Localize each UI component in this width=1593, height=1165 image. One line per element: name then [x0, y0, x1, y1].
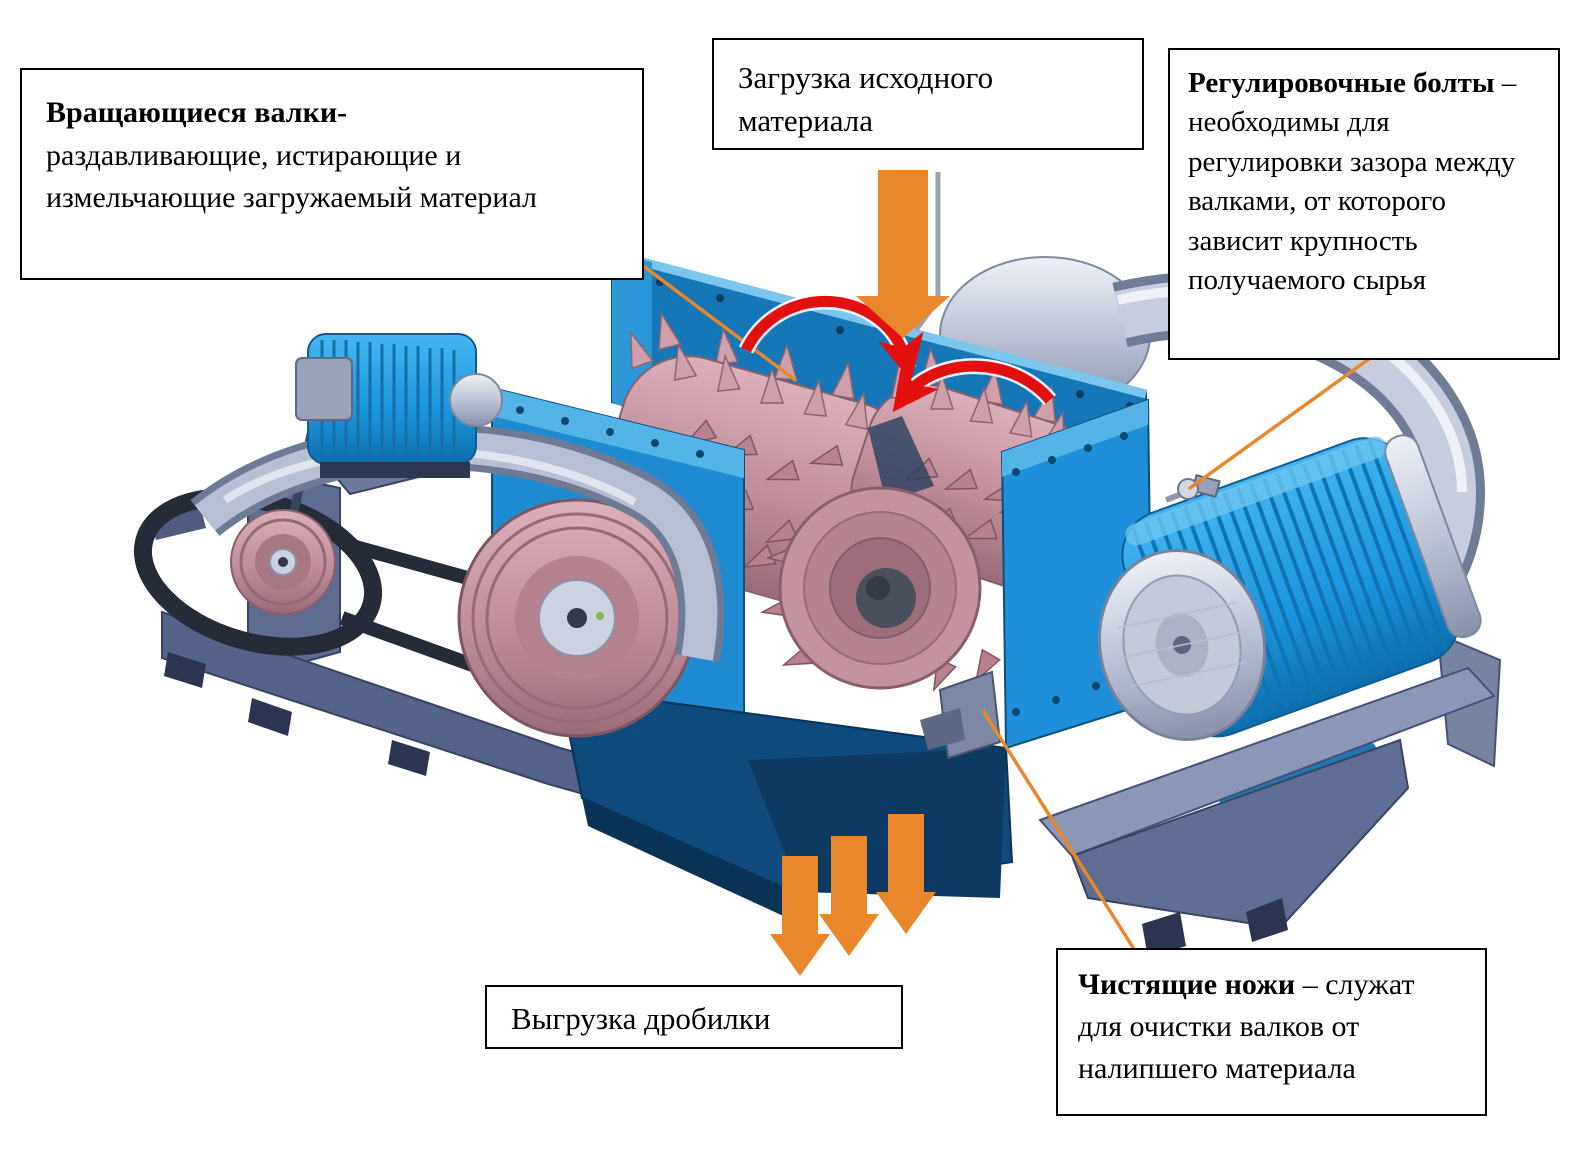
rotation-arrow-right — [892, 360, 1055, 413]
leader-line-knives — [982, 710, 1148, 970]
discharge-arrow-3 — [876, 814, 936, 934]
cleaning-knife — [920, 670, 1002, 760]
drive-left — [133, 333, 725, 738]
pulley-small — [230, 509, 336, 615]
callout-adjusting-bolts: Регулировочные болты – необходимы для ре… — [1168, 48, 1560, 360]
base-frame-right — [1038, 666, 1496, 958]
callout-material-loading: Загрузка исходного материала — [712, 38, 1144, 150]
callout-adjusting-bolts-text: – необходимы для регулировки зазора межд… — [1188, 67, 1517, 297]
callout-rotating-rollers: Вращающиеся валки- раздавливающие, истир… — [20, 68, 644, 280]
callout-rotating-rollers-title: Вращающиеся валки- — [46, 96, 348, 129]
belt-loop — [133, 488, 383, 656]
callout-rotating-rollers-text: раздавливающие, истирающие и измельчающи… — [46, 138, 538, 215]
roller-right-end-face — [778, 486, 982, 690]
motor-right — [1097, 434, 1482, 806]
rotation-arrows — [738, 293, 1057, 413]
discharge-arrow-2 — [819, 836, 879, 956]
callout-crusher-discharge-text: Выгрузка дробилки — [511, 1001, 771, 1036]
pulley-large — [457, 498, 697, 738]
callout-cleaning-knives: Чистящие ножи – служат для очистки валко… — [1056, 948, 1487, 1116]
discharge-arrows — [770, 814, 936, 976]
callout-adjusting-bolts-title: Регулировочные болты — [1188, 67, 1495, 99]
callout-cleaning-knives-title: Чистящие ножи — [1078, 968, 1296, 1001]
rotation-arrow-left — [741, 295, 924, 382]
callout-crusher-discharge: Выгрузка дробилки — [485, 985, 903, 1049]
callout-material-loading-text: Загрузка исходного материала — [738, 60, 994, 139]
motor-right-end-face — [1097, 549, 1267, 741]
motor-left — [295, 333, 503, 478]
leader-line-bolts — [1188, 336, 1400, 490]
feed-arrow — [856, 170, 950, 338]
discharge-arrow-1 — [770, 856, 830, 976]
callout-cleaning-knives-text: – служат для очистки валков от налипшего… — [1078, 968, 1415, 1085]
